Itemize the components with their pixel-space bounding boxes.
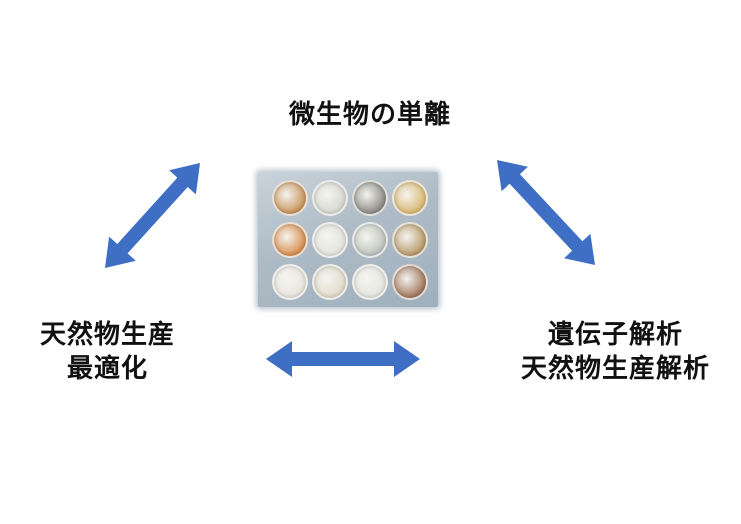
arrow-isolation-optimization (105, 163, 200, 268)
petri-dish-plate (352, 180, 388, 216)
node-microbe-isolation: 微生物の単離 (220, 98, 520, 132)
node-microbe-isolation-line-1: 微生物の単離 (288, 100, 451, 130)
petri-dish-plate (352, 222, 388, 258)
arrow-group (105, 160, 595, 377)
petri-dish-plate (392, 222, 428, 258)
node-production-optimization-line-1: 天然物生産 (39, 320, 175, 350)
node-gene-analysis-line-2: 天然物生産解析 (520, 354, 710, 384)
petri-dish-plate (312, 180, 348, 216)
petri-dish-plate (312, 222, 348, 258)
node-production-optimization: 天然物生産 最適化 (0, 318, 215, 386)
node-gene-analysis-line-1: 遺伝子解析 (547, 320, 683, 350)
node-production-optimization-line-2: 最適化 (66, 354, 148, 384)
petri-dish-photo (258, 172, 438, 307)
petri-dish-plate (392, 264, 428, 300)
petri-dish-plate (272, 264, 308, 300)
petri-dish-plate (272, 180, 308, 216)
arrow-optimization-gene-analysis (266, 341, 420, 377)
node-gene-analysis: 遺伝子解析 天然物生産解析 (490, 318, 741, 386)
petri-dish-plate (312, 264, 348, 300)
petri-dish-plate (352, 264, 388, 300)
petri-dish-plate (392, 180, 428, 216)
arrow-isolation-gene-analysis (497, 160, 595, 265)
petri-dish-plate (272, 222, 308, 258)
